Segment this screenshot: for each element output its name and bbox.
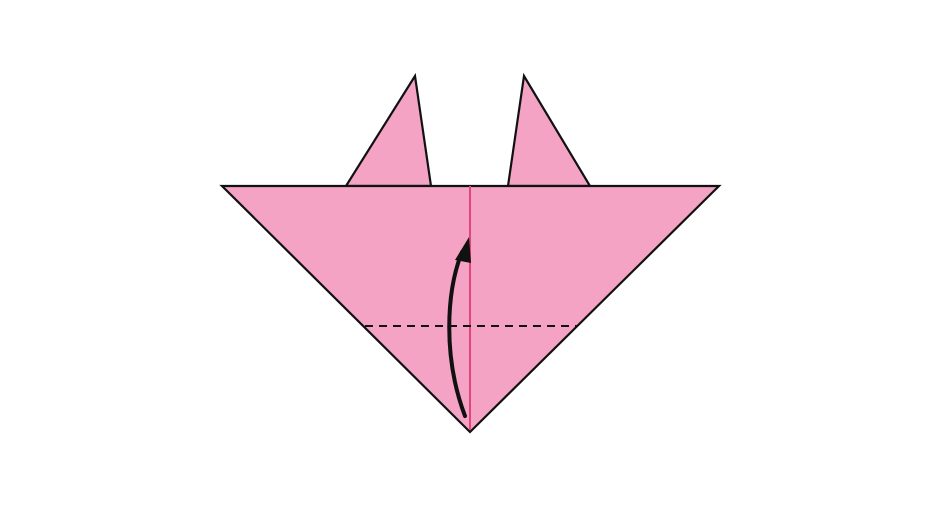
curved-fold-arrow-icon bbox=[447, 250, 467, 418]
right-ear bbox=[506, 72, 592, 188]
arrowhead-icon bbox=[455, 237, 471, 263]
left-ear bbox=[344, 72, 433, 188]
